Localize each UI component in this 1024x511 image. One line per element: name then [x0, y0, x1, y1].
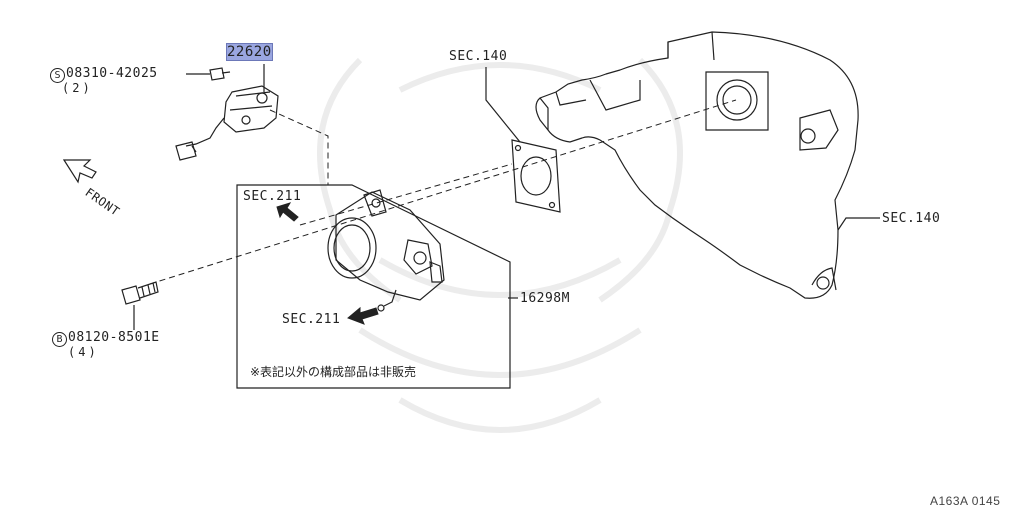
throttle-body-frame	[236, 184, 511, 389]
diagram-code: A163A 0145	[930, 494, 1001, 508]
screw-part-number: 08310-42025	[66, 66, 158, 81]
part-number-22620[interactable]: 22620	[226, 43, 273, 61]
part-number-16298m[interactable]: 16298M	[520, 291, 570, 306]
bolt	[121, 281, 159, 305]
section-ref-box-upper[interactable]: SEC.211	[243, 189, 302, 204]
not-for-sale-note: ※表記以外の構成部品は非販売	[250, 365, 417, 379]
throttle-position-sensor	[175, 85, 279, 161]
bolt-quantity: (4)	[68, 345, 99, 359]
screw	[209, 67, 231, 81]
bolt-symbol: B	[52, 332, 67, 347]
throttle-gasket	[511, 139, 561, 213]
section-ref-right[interactable]: SEC.140	[882, 211, 941, 226]
bolt-part-number: 08120-8501E	[68, 330, 160, 345]
screw-quantity: (2)	[62, 81, 93, 95]
intake-manifold	[535, 31, 859, 299]
screw-symbol: S	[50, 68, 65, 83]
alignment-dashes	[149, 99, 737, 285]
arrow-icons	[276, 202, 379, 325]
section-ref-box-lower[interactable]: SEC.211	[282, 312, 341, 327]
section-ref-top[interactable]: SEC.140	[449, 49, 508, 64]
leader-lines	[133, 64, 880, 330]
front-arrow-icon	[62, 159, 97, 184]
throttle-body	[327, 189, 445, 312]
watermark-emblem	[317, 57, 683, 433]
